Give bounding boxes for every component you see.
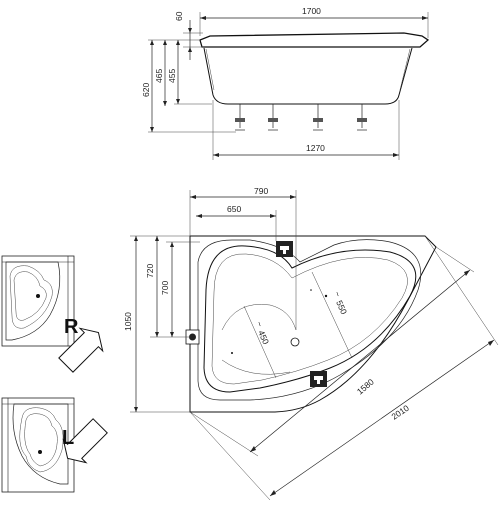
dim-1050: 1050: [123, 312, 133, 331]
dim-700: 700: [160, 281, 170, 295]
side-view: 1700 60 455 465 620 1270: [141, 6, 430, 160]
svg-text:~: ~: [332, 290, 343, 299]
dim-790: 790: [254, 186, 268, 196]
svg-text:~: ~: [254, 320, 265, 329]
faucet-icon: [310, 371, 327, 387]
dim-1700: 1700: [302, 6, 321, 16]
side-view-legs: [235, 104, 367, 131]
variant-letter-r: R: [64, 316, 79, 338]
dim-620: 620: [141, 83, 151, 97]
dim-550: 550: [334, 299, 349, 316]
dim-720: 720: [145, 264, 155, 278]
variant-left: L: [1, 397, 108, 493]
overflow-icon: [185, 329, 200, 345]
dim-2010: 2010: [390, 403, 411, 422]
plan-view-outline: [189, 235, 437, 413]
plan-view-rim: [197, 239, 422, 401]
dim-450: 450: [256, 329, 271, 346]
variant-right: R: [1, 255, 104, 373]
dim-60: 60: [174, 11, 184, 21]
plan-view-basin-inner: [211, 253, 408, 385]
dim-650: 650: [227, 204, 241, 214]
dim-1580: 1580: [355, 377, 376, 397]
variant-letter-l: L: [62, 427, 74, 449]
side-view-rim: [199, 32, 430, 48]
drain-icon: [290, 337, 300, 347]
side-view-body: [203, 47, 413, 105]
faucet-icon: [276, 241, 293, 257]
dim-1270: 1270: [306, 143, 325, 153]
dim-455: 455: [167, 69, 177, 83]
plan-view: 790 650 1050 720 700 550 ~ 450 ~: [123, 186, 499, 501]
dim-465: 465: [154, 69, 164, 83]
plan-view-basin-outer: [203, 245, 417, 393]
